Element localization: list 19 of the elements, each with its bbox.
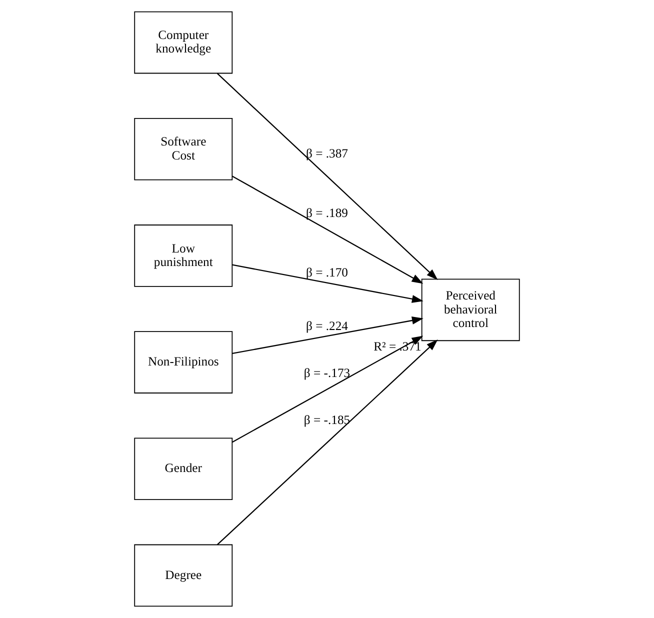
arrow [232, 316, 424, 354]
node-box: Non-Filipinos [134, 331, 233, 394]
node-box: Computer knowledge [134, 11, 233, 74]
node-box: Gender [134, 438, 233, 500]
edge-label: β = .387 [306, 146, 348, 160]
arrow [232, 264, 424, 303]
edge-label: β = .189 [306, 206, 348, 220]
arrow [216, 73, 438, 280]
node-box: Perceived behavioral control [421, 278, 520, 342]
node-box: Low punishment [134, 224, 233, 287]
edge-label: β = .170 [306, 266, 348, 280]
node-box: Software Cost [134, 118, 233, 180]
arrow [232, 336, 424, 443]
arrow [216, 340, 438, 546]
edge-label: β = -.185 [304, 412, 350, 427]
edge-label: β = .224 [306, 318, 348, 333]
edge-label: β = -.173 [304, 366, 350, 380]
arrow [232, 176, 424, 284]
node-box: Degree [134, 544, 233, 607]
